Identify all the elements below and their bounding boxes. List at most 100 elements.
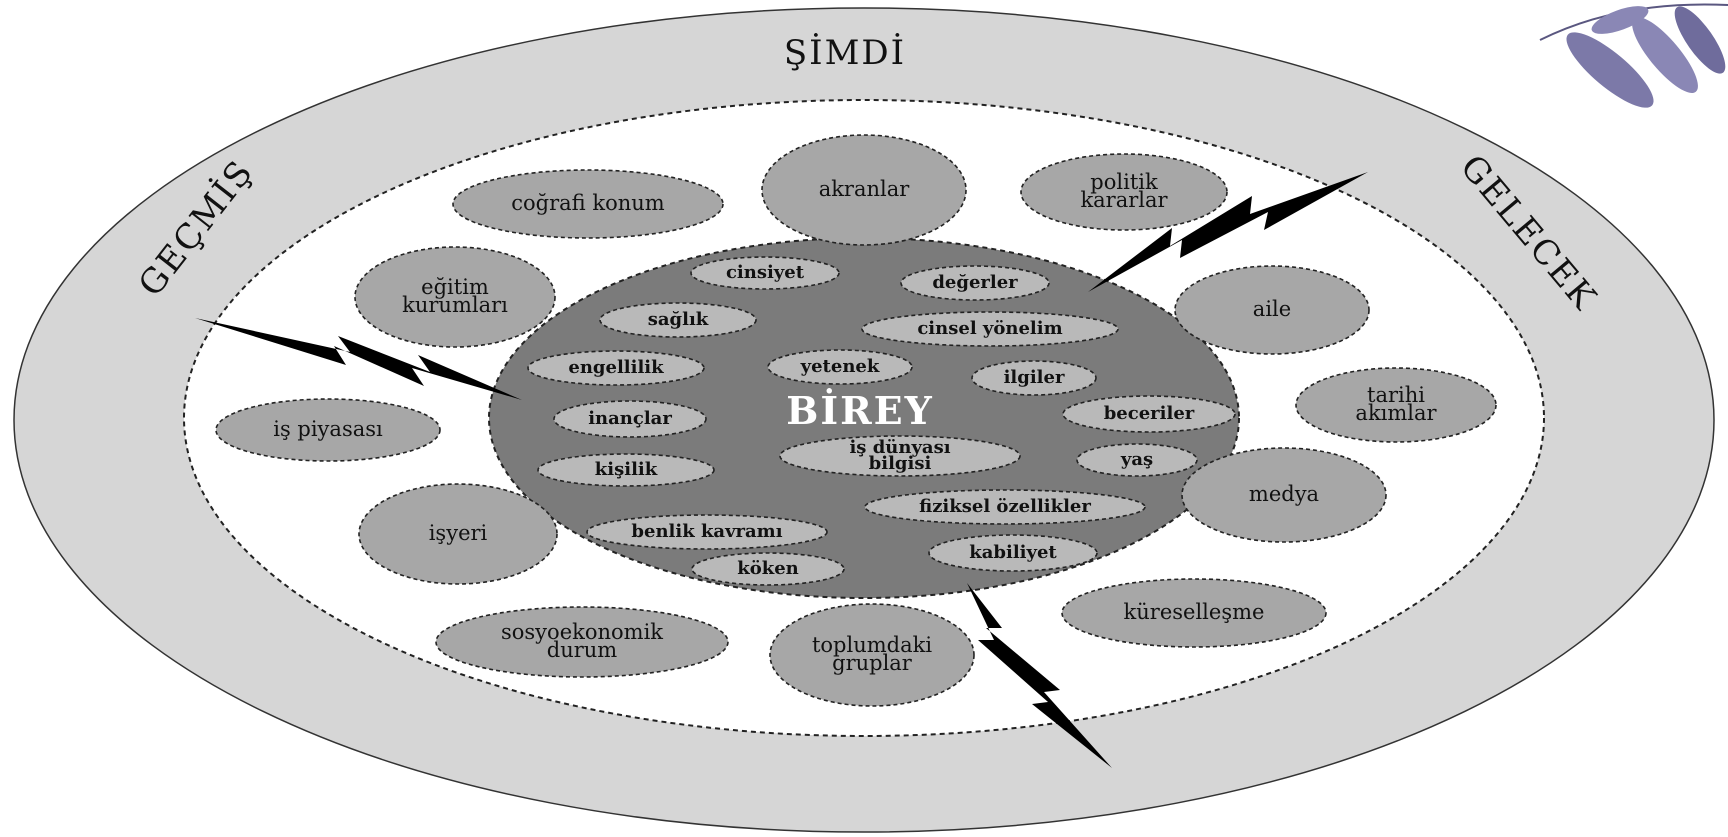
inner-node-bubble [971,360,1097,396]
inner-node-label: fiziksel özellikler [919,496,1091,517]
inner-node-benlik-kavrami: benlik kavramı [586,514,828,550]
inner-node-koken: köken [691,552,845,586]
inner-nodes: cinsiyet değerler sağlık cinsel yönelim enge… [527,256,1236,586]
outer-node-bubble [1020,153,1228,231]
inner-node-label: yaş [1120,449,1153,470]
outer-node-bubble [1061,578,1327,648]
outer-node-label: kararlar [1080,188,1168,212]
outer-node-label: medya [1249,482,1319,506]
inner-node-label: inançlar [588,408,672,429]
inner-node-bubble [691,552,845,586]
lightning-bolts [195,172,1368,768]
outer-node-kuresellesme: küreselleşme [1061,578,1327,648]
inner-node-bubble [928,534,1098,572]
outer-node-bubble [769,603,975,707]
inner-node-bubble [586,514,828,550]
inner-node-label: sağlık [648,309,709,330]
inner-node-label: engellilik [568,357,664,378]
outer-node-bubble [452,169,724,239]
outer-node-cografi-konum: coğrafi konum [452,169,724,239]
outer-node-bubble [215,398,441,462]
outer-node-label: iş piyasası [273,417,383,441]
outer-node-is-piyasasi: iş piyasası [215,398,441,462]
inner-node-bubble [779,435,1021,477]
inner-node-kabiliyet: kabiliyet [928,534,1098,572]
inner-node-bubble [767,349,913,385]
outer-node-label: coğrafi konum [511,191,665,215]
inner-node-degerler: değerler [900,265,1050,301]
inner-node-label: ilgiler [1004,367,1065,388]
inner-node-label: yetenek [800,356,880,377]
outer-node-label: eğitim [421,275,489,299]
outer-node-label: işyeri [429,521,488,545]
outer-node-bubble [1295,367,1497,443]
lightning-bolt-bottom [967,583,1112,768]
inner-node-bubble [864,489,1146,525]
outer-node-label: politik [1090,170,1158,194]
inner-node-label: cinsiyet [726,262,805,283]
inner-node-label: cinsel yönelim [917,318,1062,339]
outer-node-label: akımlar [1355,401,1437,425]
inner-node-bubble [537,453,715,487]
inner-node-label: köken [737,558,799,579]
inner-node-bubble [1076,443,1198,477]
inner-node-bubble [1062,395,1236,433]
outer-node-bubble [761,134,967,246]
outer-node-bubble [1181,447,1387,543]
inner-node-label: beceriler [1104,403,1195,424]
inner-node-bubble [690,256,840,290]
inner-node-bubble [861,311,1119,347]
outer-node-bubble [435,606,729,678]
inner-node-bubble [900,265,1050,301]
inner-node-saglik: sağlık [599,302,757,338]
inner-node-yas: yaş [1076,443,1198,477]
inner-node-label: iş dünyası [849,437,950,458]
inner-node-engellilik: engellilik [527,350,705,386]
outer-node-medya: medya [1181,447,1387,543]
inner-node-ilgiler: ilgiler [971,360,1097,396]
inner-node-fiziksel-ozellikler: fiziksel özellikler [864,489,1146,525]
inner-node-label: benlik kavramı [631,521,782,542]
inner-node-inanclar: inançlar [553,400,707,438]
outer-node-aile: aile [1174,265,1370,355]
leaf-decoration [1539,3,1728,108]
inner-node-cinsel-yonelim: cinsel yönelim [861,311,1119,347]
outer-node-label: durum [547,638,618,662]
outer-node-label: toplumdaki [812,633,932,657]
outer-node-label: sosyoekonomik [501,620,663,644]
inner-node-bubble [527,350,705,386]
inner-node-label: kabiliyet [969,542,1057,563]
outer-node-bubble [354,246,556,348]
outer-node-label: tarihi [1367,383,1425,407]
inner-node-bubble [553,400,707,438]
lightning-bolt-left [195,318,522,400]
inner-node-label: bilgisi [869,453,932,474]
outer-node-label: akranlar [819,177,911,201]
outer-node-akranlar: akranlar [761,134,967,246]
outer-node-label: kurumları [402,293,508,317]
ring-label-present: ŞİMDİ [784,33,906,73]
inner-node-kisilik: kişilik [537,453,715,487]
inner-node-label: değerler [932,272,1018,293]
center-label: BİREY [786,388,934,433]
outer-node-label: küreselleşme [1124,600,1265,624]
outer-node-bubble [1174,265,1370,355]
outer-node-label: gruplar [832,651,913,675]
outer-node-label: aile [1253,297,1291,321]
inner-node-bubble [599,302,757,338]
outer-node-bubble [358,483,558,585]
inner-node-yetenek: yetenek [767,349,913,385]
inner-node-cinsiyet: cinsiyet [690,256,840,290]
inner-node-label: kişilik [595,459,658,480]
outer-node-isyeri: işyeri [358,483,558,585]
inner-node-beceriler: beceriler [1062,395,1236,433]
lightning-bolt-top-right [1088,172,1368,292]
